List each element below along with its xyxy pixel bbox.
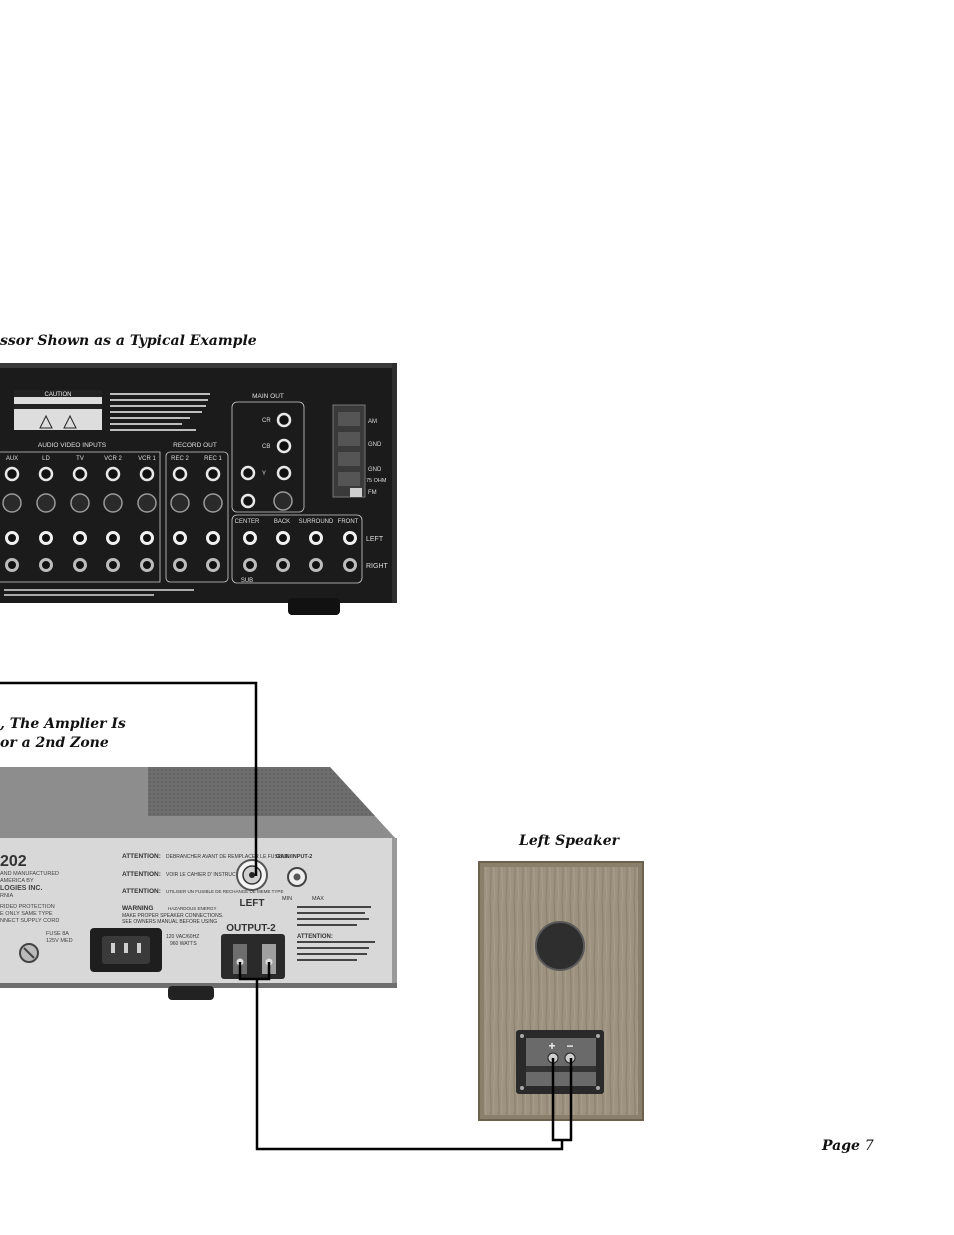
maker-line-1: AND MANUFACTURED [0, 871, 59, 877]
fuse-line-1: FUSE 8A [46, 931, 69, 937]
page-number-value: 7 [864, 1138, 874, 1154]
maker-line-3: LOGIES INC. [0, 885, 42, 892]
maker-line-2: AMERICA BY [0, 878, 34, 884]
left-input-jack [236, 859, 268, 891]
page-number: Page 7 [822, 1138, 874, 1154]
output-label-back: BACK [274, 519, 290, 525]
main-out-cb: CB [262, 444, 270, 450]
amplifier-caption-line-2: or a 2nd Zone [0, 735, 109, 751]
output-label-front: FRONT [338, 519, 359, 525]
audio-video-inputs-title: AUDIO VIDEO INPUTS [38, 442, 107, 449]
record-label-rec1: REC 1 [204, 456, 222, 462]
output-label-center: CENTER [235, 519, 260, 525]
gain-min-label: MIN [282, 896, 292, 902]
output-2-label: OUTPUT-2 [226, 923, 276, 934]
svideo-jack-row [2, 493, 223, 513]
input-label-vcr2: VCR 2 [104, 456, 122, 462]
terminal-plus-label: + [548, 1039, 555, 1053]
left-audio-jack-row [5, 531, 357, 545]
speaker-terminal-plate: + − [516, 1030, 604, 1094]
caution-label: CAUTION [14, 390, 102, 430]
attention-label-2: ATTENTION: [122, 871, 161, 878]
processor-rear-panel: CAUTION AUDIO VIDEO INPUTS RECORD OUT MA… [0, 363, 397, 615]
power-inlet [90, 928, 162, 972]
gain-label: GAIN/INPUT-2 [276, 854, 312, 860]
attention-label-3: ATTENTION: [122, 888, 161, 895]
maker-line-4: RNIA [0, 893, 13, 899]
channel-label-left: LEFT [240, 898, 265, 909]
warning-energy: HAZARDOUS ENERGY [168, 906, 217, 911]
attention-right-label: ATTENTION: [297, 934, 333, 940]
warning-line-2: SEE OWNERS MANUAL BEFORE USING [122, 919, 217, 925]
protection-line-3: NNECT SUPPLY CORD [0, 918, 59, 924]
row-label-right: RIGHT [366, 563, 389, 570]
page-label: Page [822, 1138, 860, 1154]
warning-label: WARNING [122, 905, 153, 912]
gain-max-label: MAX [312, 896, 324, 902]
power-rating-1: 120 VAC/60HZ [166, 934, 199, 940]
speaker-cable-terminal-legs [551, 1058, 573, 1142]
signal-cable [0, 681, 258, 876]
antenna-label-gnd2: GND [368, 467, 382, 473]
main-out-cr: CR [262, 418, 271, 424]
main-out-y: Y [262, 471, 266, 477]
power-rating-2: 960 WATTS [170, 941, 197, 947]
warning-line-1: MAKE PROPER SPEAKER CONNECTIONS. [122, 913, 223, 919]
attention-text-1: DEBRANCHER AVANT DE REMPLACER LE FUSIBLE [166, 854, 289, 860]
speaker-cable-negative-leg [257, 962, 271, 981]
antenna-label-fm: FM [368, 490, 377, 496]
protection-line-2: E ONLY SAME TYPE [0, 911, 53, 917]
speaker-caption: Left Speaker [519, 833, 619, 849]
speaker-cable [238, 962, 564, 1151]
left-speaker: + − [478, 861, 644, 1121]
caution-title: CAUTION [45, 392, 72, 398]
right-audio-jack-row [5, 558, 357, 572]
attention-text-2: VOIR LE CAHIER D' INSTRUCTION [166, 872, 248, 878]
antenna-label-am: AM [368, 419, 377, 425]
main-out-jacks [240, 412, 293, 511]
row-label-left: LEFT [366, 536, 384, 543]
connection-wires [0, 681, 573, 1151]
processor-caption: ssor Shown as a Typical Example [0, 333, 257, 349]
input-label-aux: AUX [6, 456, 18, 462]
output-label-sub: SUB [241, 578, 253, 584]
processor-fine-print [110, 393, 210, 431]
amp-model-number: 202 [0, 853, 27, 870]
input-label-tv: TV [76, 456, 84, 462]
antenna-terminal-block [332, 404, 366, 498]
terminal-minus-label: − [566, 1039, 573, 1053]
attention-label-1: ATTENTION: [122, 853, 161, 860]
record-out-title: RECORD OUT [173, 442, 217, 449]
amplifier-caption-line-1: , The Amplier Is [0, 716, 126, 732]
fuse-line-2: 125V MED [46, 938, 73, 944]
amplifier-rear-panel: 202 AND MANUFACTURED AMERICA BY LOGIES I… [0, 767, 397, 1000]
speaker-port [535, 921, 585, 971]
protection-line-1: RIDED PROTECTION [0, 904, 55, 910]
input-label-ld: LD [42, 456, 50, 462]
output-label-surround: SURROUND [299, 519, 334, 525]
input-label-vcr1: VCR 1 [138, 456, 156, 462]
antenna-label-gnd1: GND [368, 442, 382, 448]
antenna-label-75ohm: 75 OHM [366, 478, 387, 484]
main-out-title: MAIN OUT [252, 393, 284, 400]
video-jack-row [4, 466, 221, 482]
record-label-rec2: REC 2 [171, 456, 189, 462]
attention-text-3: UTILISER UN FUSIBLE DE RECHANGE DE MEME … [166, 889, 283, 894]
gain-knob[interactable] [287, 867, 307, 887]
